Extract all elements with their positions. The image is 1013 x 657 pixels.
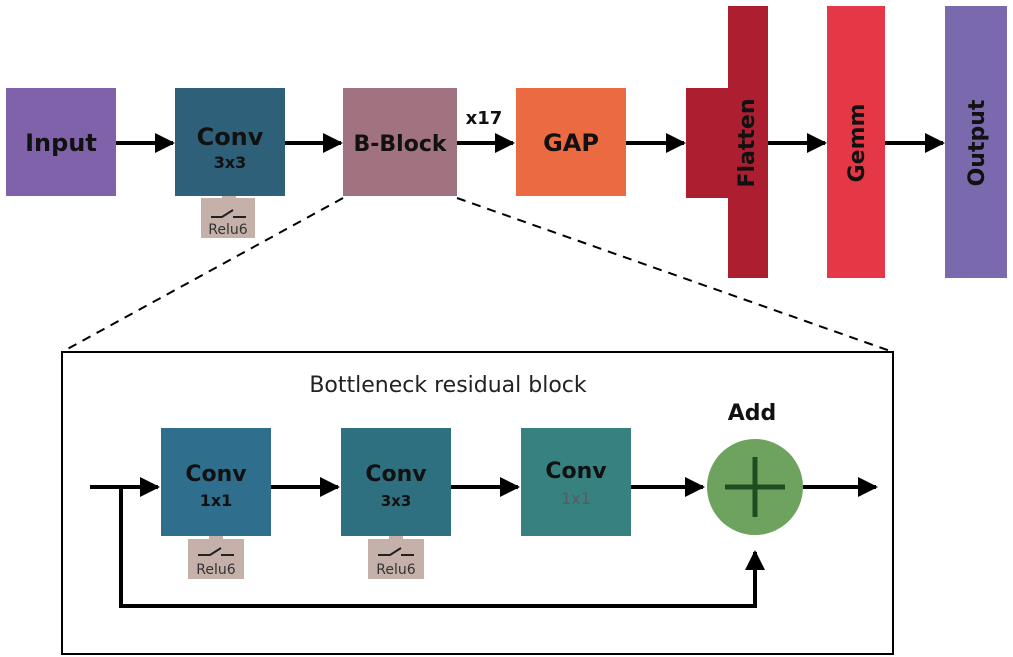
flatten-label: Flatten xyxy=(735,98,760,187)
conv-1x1-a-title: Conv xyxy=(185,462,247,487)
conv-1x1-a-box xyxy=(161,428,271,536)
bblock-box xyxy=(343,88,457,196)
detail-frame xyxy=(61,351,894,655)
relu6-switch-icon-b xyxy=(378,547,414,556)
gemm-label: Gemm xyxy=(845,104,870,183)
flatten-block: Flatten xyxy=(686,6,768,278)
flatten-shape xyxy=(686,6,768,278)
relu6-label-b: Relu6 xyxy=(376,562,415,578)
conv-3x3-title: Conv xyxy=(197,123,264,151)
bottleneck-detail-panel: Bottleneck residual block Conv 1x1 Relu6… xyxy=(61,351,894,655)
detail-conv-3x3: Conv 3x3 Relu6 xyxy=(341,428,451,579)
relu6-badge-a xyxy=(188,539,244,579)
conv-3x3-sub: 3x3 xyxy=(214,153,247,172)
detail-conv-1x1-c: Conv 1x1 xyxy=(521,428,631,536)
input-label: Input xyxy=(25,129,97,157)
detail-title: Bottleneck residual block xyxy=(309,373,587,398)
add-node: Add xyxy=(707,401,803,535)
gap-label: GAP xyxy=(543,129,599,157)
conv-3x3-b-box xyxy=(341,428,451,536)
bblock-label: B-Block xyxy=(354,132,448,157)
conv-1x1-c-title: Conv xyxy=(545,459,607,484)
input-block: Input xyxy=(6,88,116,196)
relu6-switch-icon xyxy=(211,209,246,218)
bblock: B-Block xyxy=(343,88,457,196)
input-box xyxy=(6,88,116,196)
gemm-block: Gemm xyxy=(827,6,885,278)
relu6-switch-icon-a xyxy=(198,547,234,556)
detail-conv-1x1-a: Conv 1x1 Relu6 xyxy=(161,428,271,579)
add-label: Add xyxy=(728,401,777,426)
conv-1x1-c-sub: 1x1 xyxy=(561,489,591,508)
skip-connection-path xyxy=(119,487,765,608)
output-block: Output xyxy=(945,6,1007,278)
repeat-count-label: x17 xyxy=(466,108,503,129)
output-label: Output xyxy=(965,99,990,186)
gap-block: GAP xyxy=(516,88,626,196)
zoom-line-left xyxy=(61,197,344,353)
relu6-label-a: Relu6 xyxy=(196,562,235,578)
gemm-box xyxy=(827,6,885,278)
conv-3x3-block: Conv 3x3 Relu6 xyxy=(175,88,285,238)
output-box xyxy=(945,6,1007,278)
conv-3x3-box xyxy=(175,88,285,196)
gap-box xyxy=(516,88,626,196)
relu6-badge-b xyxy=(368,539,424,579)
conv-1x1-c-box xyxy=(521,428,631,536)
conv-3x3-b-sub: 3x3 xyxy=(381,492,412,510)
zoom-line-right xyxy=(456,197,894,353)
relu6-label: Relu6 xyxy=(208,222,247,238)
conv-3x3-b-title: Conv xyxy=(365,462,427,487)
conv-1x1-a-sub: 1x1 xyxy=(200,491,233,510)
plus-icon xyxy=(725,457,785,517)
